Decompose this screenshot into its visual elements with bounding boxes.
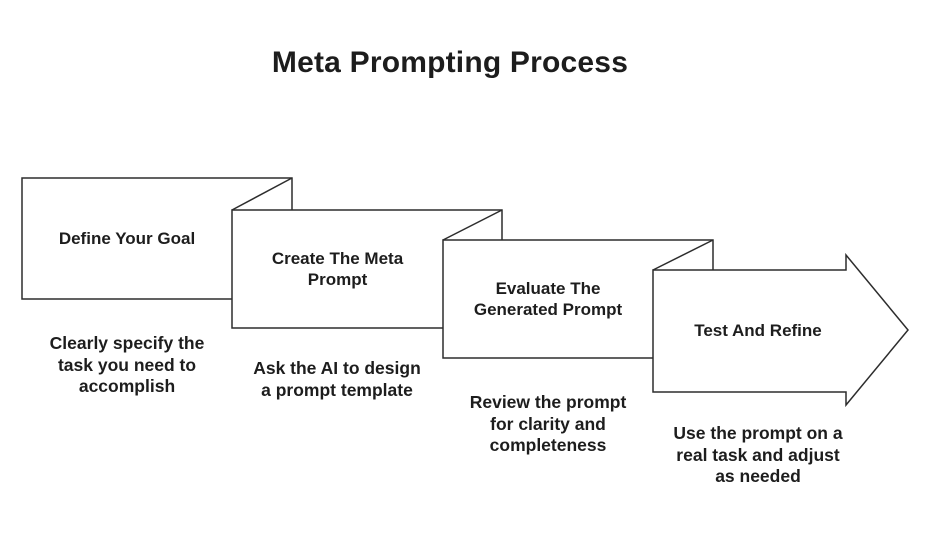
step-3-title: Evaluate The Generated Prompt [473, 278, 623, 319]
fold-line-3 [652, 239, 714, 271]
diagram-title: Meta Prompting Process [271, 46, 629, 79]
fold-line-1 [231, 177, 293, 211]
step-4-title: Test And Refine [694, 321, 822, 341]
step-4-description: Use the prompt on a real task and adjust… [673, 423, 843, 487]
step-2-title: Create The Meta Prompt [271, 248, 404, 289]
fold-line-2 [442, 209, 503, 241]
step-1-description: Clearly specify the task you need to acc… [49, 333, 205, 397]
step-1-title: Define Your Goal [58, 228, 196, 248]
arrow-shape [652, 252, 909, 408]
step-3-description: Review the prompt for clarity and comple… [469, 392, 627, 456]
step-2-description: Ask the AI to design a prompt template [253, 358, 421, 400]
step-shape-4 [652, 252, 909, 408]
